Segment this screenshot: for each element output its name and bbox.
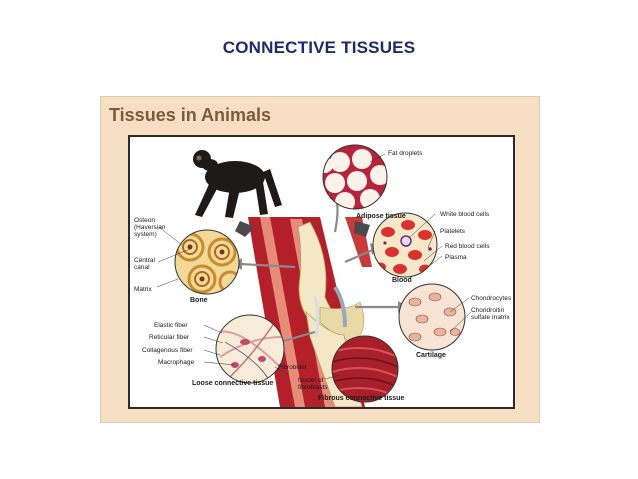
label-fibroblasts: fibroblasts bbox=[298, 384, 328, 391]
label-reticular-fiber: Reticular fiber bbox=[149, 334, 190, 341]
label-fibrous-connective: Fibrous connective tissue bbox=[318, 395, 405, 402]
label-plasma: Plasma bbox=[445, 254, 467, 261]
label-canal: canal bbox=[134, 264, 150, 271]
label-elastic-fiber: Elastic fiber bbox=[154, 322, 188, 329]
adipose-tissue-circle bbox=[323, 145, 387, 209]
bone-tissue-circle bbox=[175, 230, 239, 294]
label-blood: Blood bbox=[392, 277, 412, 284]
label-osteon: Osteon bbox=[134, 217, 155, 224]
label-leader-lines bbox=[156, 153, 472, 380]
label-chondroitin: Chondroitin bbox=[471, 307, 505, 314]
label-white-blood-cells: White blood cells bbox=[440, 211, 490, 218]
label-system: system) bbox=[134, 231, 157, 238]
label-fat-droplets: Fat droplets bbox=[388, 150, 423, 157]
label-chondrocytes: Chondrocytes bbox=[471, 295, 512, 302]
label-red-blood-cells: Red blood cells bbox=[445, 243, 490, 250]
tissue-illustration bbox=[156, 144, 472, 407]
label-platelets: Platelets bbox=[440, 228, 465, 235]
illustration-frame: Osteon (Haversian system) Central canal … bbox=[128, 135, 515, 409]
label-sulfate-matrix: sulfate matrix bbox=[471, 314, 510, 321]
label-adipose: Adipose tissue bbox=[356, 213, 406, 220]
label-macrophage: Macrophage bbox=[158, 359, 195, 366]
label-loose-connective: Loose connective tissue bbox=[192, 380, 274, 387]
label-central: Central bbox=[134, 257, 155, 264]
chimpanzee-illustration bbox=[193, 150, 282, 218]
label-fibroblast: Fibroblast bbox=[278, 364, 307, 371]
label-collagenous-fiber: Collagenous fiber bbox=[142, 347, 193, 354]
figure-panel: Tissues in Animals bbox=[100, 96, 540, 423]
loose-connective-tissue-circle bbox=[216, 315, 284, 383]
label-haversian: (Haversian bbox=[134, 224, 166, 231]
label-bone: Bone bbox=[190, 297, 208, 304]
label-matrix: Matrix bbox=[134, 286, 152, 293]
slide-title: CONNECTIVE TISSUES bbox=[222, 38, 416, 57]
cartilage-tissue-circle bbox=[399, 284, 465, 350]
figure-heading: Tissues in Animals bbox=[109, 105, 272, 125]
label-cartilage: Cartilage bbox=[416, 352, 446, 359]
label-nuclei-of: Nuclei of bbox=[298, 377, 324, 384]
